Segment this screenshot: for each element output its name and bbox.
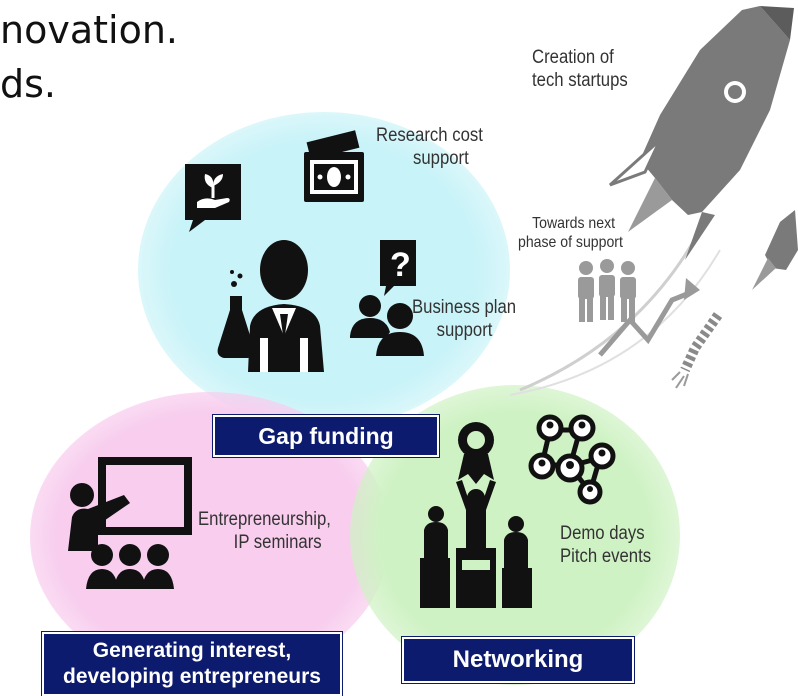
demo-days-caption: Demo days Pitch events (560, 523, 652, 567)
tech-startups-caption: Creation of tech startups (532, 47, 628, 91)
plant-hand-icon (185, 164, 241, 232)
money-icon (304, 130, 364, 202)
scientist-icon (217, 240, 324, 372)
generating-interest-label: Generating interest, developing entrepre… (42, 632, 342, 696)
network-icon (528, 414, 616, 505)
networking-label: Networking (402, 637, 634, 683)
presentation-icon (68, 457, 192, 589)
intro-text-line-1: novation. (0, 8, 178, 52)
research-cost-caption: Research cost support (376, 125, 483, 169)
intro-text-line-2: ds. (0, 62, 56, 106)
business-plan-caption: Business plan support (412, 297, 517, 341)
gap-funding-label: Gap funding (213, 415, 439, 457)
award-podium-icon (420, 422, 532, 608)
svg-text:?: ? (390, 246, 411, 284)
seminars-caption: Entrepreneurship, IP seminars (198, 509, 331, 553)
question-people-icon: ? (350, 240, 424, 356)
next-phase-caption: Towards next phase of support (518, 215, 623, 251)
